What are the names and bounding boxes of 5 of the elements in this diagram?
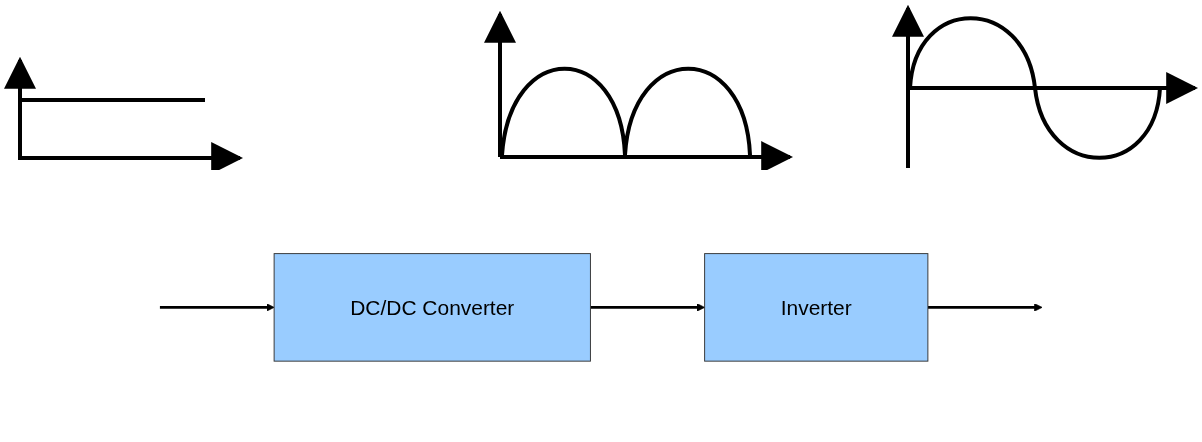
arrow [159, 303, 275, 312]
node-box: Inverter [704, 253, 929, 362]
arrow [927, 303, 1043, 312]
node-box: DC/DC Converter [273, 253, 591, 362]
arrow [590, 303, 705, 312]
